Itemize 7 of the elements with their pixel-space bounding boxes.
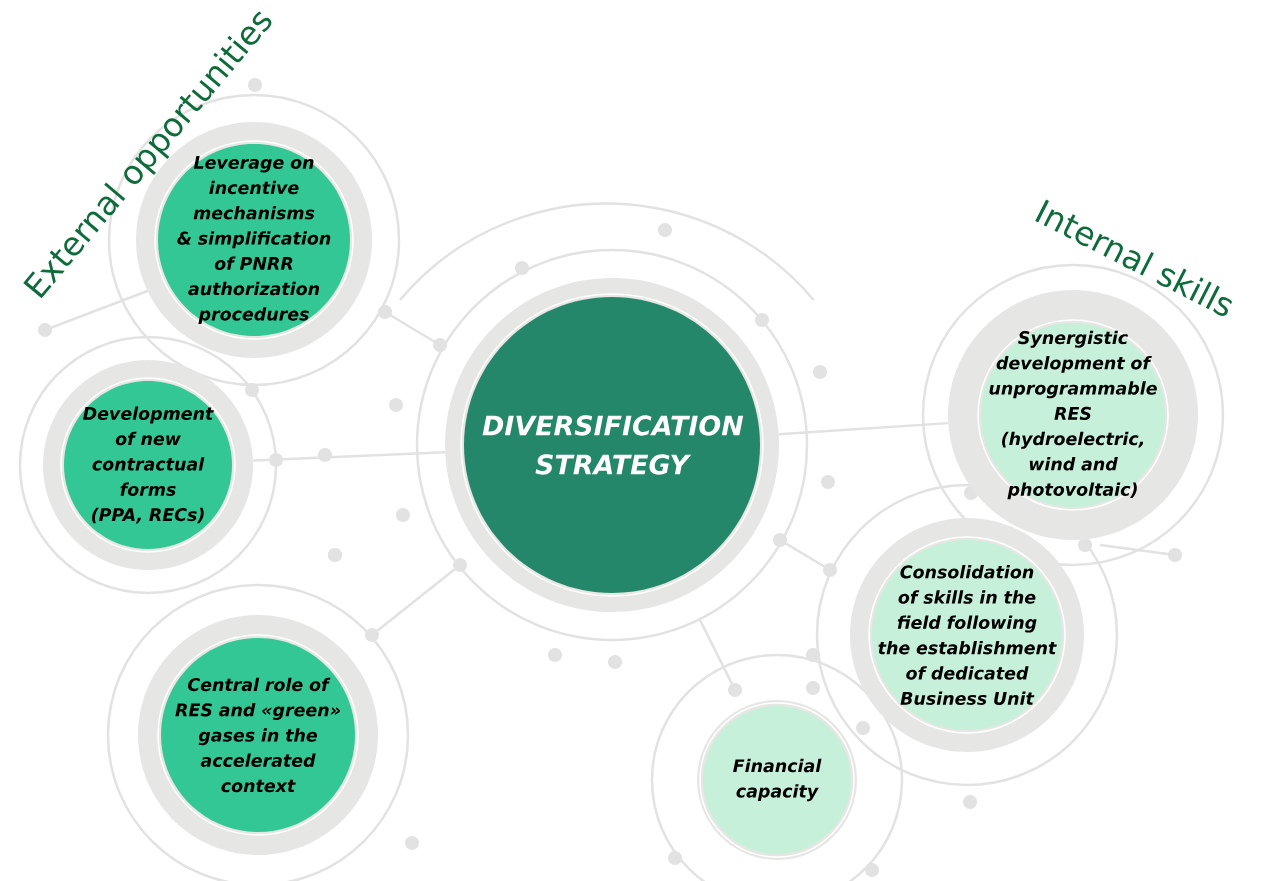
- connector-line: [778, 421, 949, 436]
- circle-node: Consolidation of skills in the field following the establishment of dedicated Business Unit: [850, 518, 1084, 752]
- circle-node: Central role of RES and «green» gases in the accelerated context: [138, 615, 378, 855]
- connector-line: [253, 450, 446, 462]
- circle-node: Development of new contractual forms (PPA, RECs): [43, 360, 253, 570]
- circle-node: DIVERSIFICATION STRATEGY: [445, 278, 779, 612]
- circle-node: Financial capacity: [697, 700, 857, 860]
